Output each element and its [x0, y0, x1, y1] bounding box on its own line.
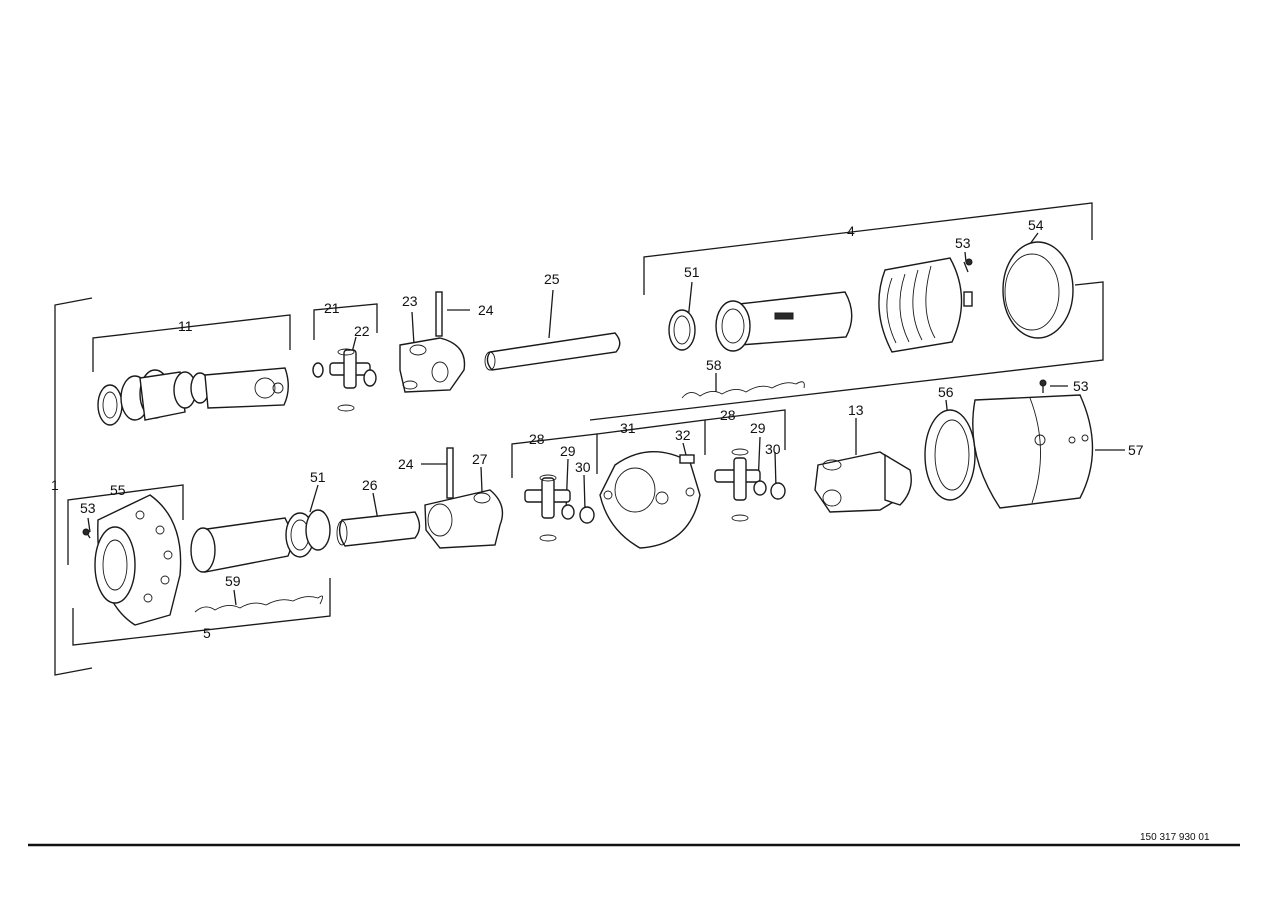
callout-54: 54: [1028, 217, 1044, 233]
callout-28-right: 28: [720, 407, 736, 423]
callout-27: 27: [472, 451, 488, 467]
part-27-yoke: [424, 489, 504, 549]
callout-53-upper: 53: [955, 235, 971, 251]
part-59-chain-lower: [194, 595, 323, 613]
callout-59: 59: [225, 573, 241, 589]
part-54-ring: [1002, 241, 1074, 339]
callout-30-right: 30: [765, 441, 781, 457]
callout-21: 21: [324, 300, 340, 316]
callout-25: 25: [544, 271, 560, 287]
part-53-screw-lower: [82, 528, 91, 539]
part-53-screw-upper: [963, 258, 973, 273]
part-guard-cone-upper: [878, 257, 973, 353]
callout-11: 11: [178, 318, 193, 334]
part-4-guard-tube-upper: [715, 291, 853, 352]
part-13-yoke: [814, 451, 912, 513]
callout-58: 58: [706, 357, 722, 373]
callout-28-left: 28: [529, 431, 545, 447]
part-55-guard-cone-lower: [94, 494, 182, 626]
callout-23: 23: [402, 293, 418, 309]
callout-55: 55: [110, 482, 126, 498]
part-11-slip-clutch-set: [97, 367, 289, 426]
callout-13: 13: [848, 402, 864, 418]
callout-30-left: 30: [575, 459, 591, 475]
part-24-pin-upper: [435, 291, 443, 337]
callout-51-lower: 51: [310, 469, 326, 485]
callout-31: 31: [620, 420, 636, 436]
callout-53-right: 53: [1073, 378, 1089, 394]
part-5-guard-tube-lower: [190, 509, 331, 573]
part-57-guard-cone: [972, 394, 1094, 509]
callout-22: 22: [354, 323, 370, 339]
part-24-pin-lower: [446, 447, 454, 499]
part-58-chain-upper: [681, 381, 805, 399]
callout-29-right: 29: [750, 420, 766, 436]
callout-5: 5: [203, 625, 211, 641]
callout-24-upper: 24: [478, 302, 494, 318]
part-56-bearing-ring: [924, 409, 976, 501]
callout-1: 1: [51, 477, 59, 493]
part-cross-kit-right: [714, 448, 786, 522]
callout-51-upper: 51: [684, 264, 700, 280]
callout-29-left: 29: [560, 443, 576, 459]
callout-4: 4: [847, 223, 855, 239]
callout-32: 32: [675, 427, 691, 443]
part-32-grease-nipple: [679, 454, 695, 464]
callout-labels: 1 4 5 11 13 21 22 23 24 25 26 24 27 28 2…: [51, 217, 1144, 641]
part-cross-kit-left: [524, 474, 595, 542]
part-31-center-housing: [599, 451, 701, 549]
callout-57: 57: [1128, 442, 1144, 458]
part-26-profile-tube: [336, 511, 421, 547]
group-brackets: [54, 202, 1104, 676]
document-number: 150 317 930 01: [1140, 832, 1210, 843]
callout-26: 26: [362, 477, 378, 493]
callout-24-lower: 24: [398, 456, 414, 472]
part-23-yoke: [399, 337, 466, 393]
callout-53-left: 53: [80, 500, 96, 516]
part-53-screw-right: [1039, 379, 1047, 393]
part-25-profile-tube: [484, 332, 621, 371]
part-22-cross-kit: [312, 348, 377, 412]
part-51-bearing-ring-upper: [668, 309, 696, 351]
callout-56: 56: [938, 384, 954, 400]
